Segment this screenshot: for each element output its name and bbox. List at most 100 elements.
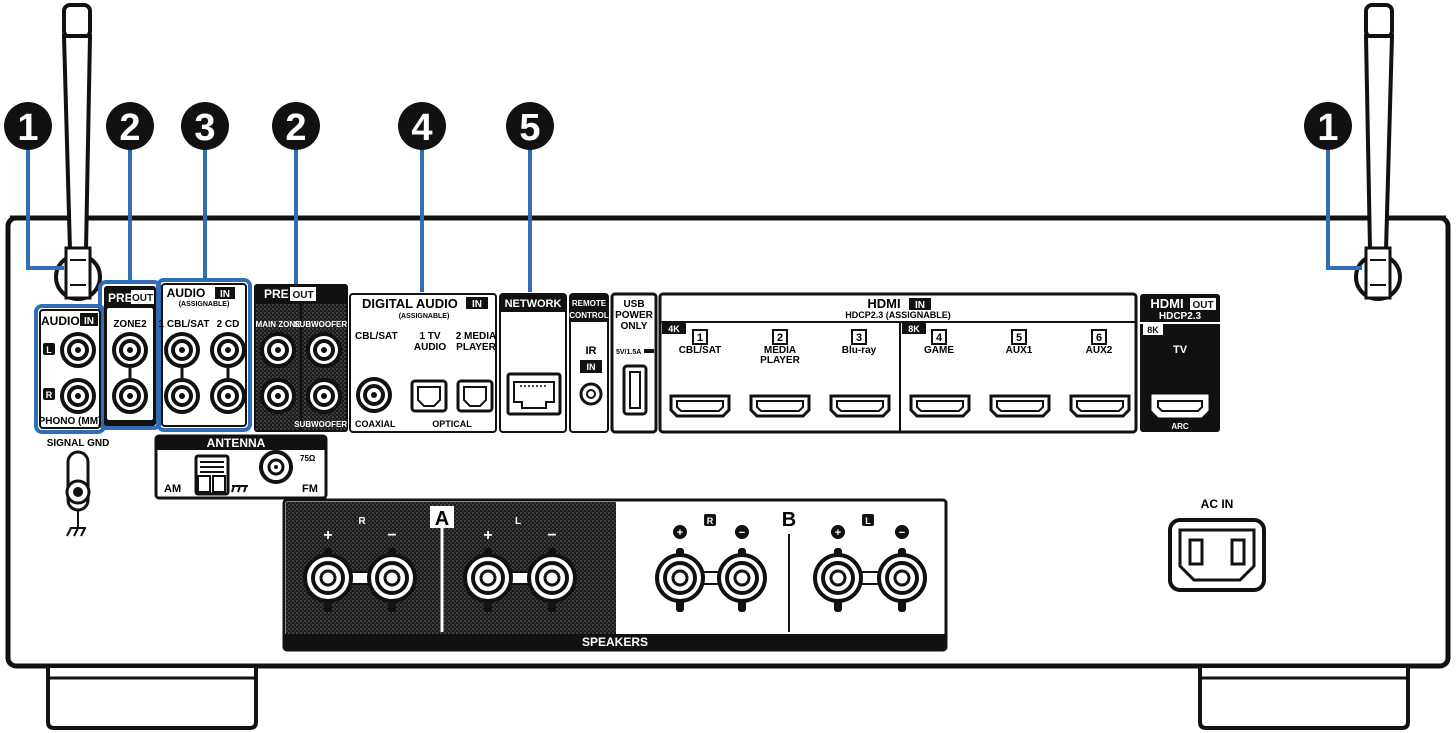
hdmi-arc-label: ARC: [1171, 422, 1189, 431]
hdmi-port-name: CBL/SAT: [679, 345, 722, 356]
am-label: AM: [164, 483, 181, 495]
hdmi-in-port-4[interactable]: 4 GAME: [909, 329, 971, 418]
hdmi-in-port-5[interactable]: 5 AUX1: [989, 329, 1051, 418]
rca-jack-icon[interactable]: [164, 332, 200, 368]
speakers-title: SPEAKERS: [582, 635, 648, 649]
speaker-terminal-icon[interactable]: [367, 548, 417, 612]
rca-jack-icon[interactable]: [60, 332, 96, 368]
rca-jack-icon[interactable]: [210, 332, 246, 368]
hdmi-in-port-6[interactable]: 6 AUX2: [1069, 329, 1131, 418]
hdmi-port-number: 3: [856, 332, 862, 344]
rca-jack-icon[interactable]: [164, 378, 200, 414]
digital-audio-title: DIGITAL AUDIO: [362, 296, 458, 311]
rca-jack-icon[interactable]: [210, 378, 246, 414]
plus-sign: +: [677, 527, 683, 539]
callout-2-pre-out: 2: [272, 102, 320, 150]
hdmi-4k-tag: 4K: [668, 324, 680, 334]
phono-left-label: L: [46, 345, 52, 355]
remote-title-line2: CONTROL: [569, 311, 609, 320]
antenna-title: ANTENNA: [207, 436, 266, 450]
fm-coax-icon[interactable]: [259, 450, 293, 484]
callout-3-audio-in: 3: [181, 102, 229, 150]
hdmi-8k-tag: 8K: [908, 324, 920, 334]
callout-number: 4: [411, 107, 432, 149]
hdmi-port-number: 2: [777, 332, 783, 344]
ac-inlet-icon[interactable]: [1168, 518, 1266, 592]
speaker-terminal-icon[interactable]: [527, 548, 577, 612]
hdmi-port-name-line2: PLAYER: [760, 355, 800, 366]
hdmi-port-number: 6: [1096, 332, 1102, 344]
zone2-out-badge: OUT: [132, 293, 153, 304]
phono-label: PHONO (MM): [39, 416, 102, 427]
speaker-terminal-icon[interactable]: [717, 548, 767, 612]
ir-jack-icon[interactable]: [579, 382, 603, 406]
hdmi-port-icon[interactable]: [1069, 394, 1131, 418]
phono-badge: IN: [84, 316, 94, 327]
speaker-terminal-icon[interactable]: [877, 548, 927, 612]
hdmi-port-icon[interactable]: [909, 394, 971, 418]
hdmi-port-name: MEDIA: [764, 345, 796, 356]
hdmi-port-icon[interactable]: [829, 394, 891, 418]
optical2-name: PLAYER: [456, 342, 496, 353]
coax-jack-icon[interactable]: [356, 377, 392, 413]
optical2-number: 2 MEDIA: [456, 331, 497, 342]
optical-port-icon[interactable]: [456, 379, 494, 413]
hdmi-port-number: 5: [1016, 332, 1022, 344]
rca-jack-icon[interactable]: [306, 378, 342, 414]
optical-label: OPTICAL: [432, 419, 472, 429]
rca-jack-icon[interactable]: [260, 332, 296, 368]
antenna-section: ANTENNA AM 75Ω FM: [154, 434, 328, 500]
callout-leaders: [26, 145, 1362, 292]
audio-in-subtitle: (ASSIGNABLE): [179, 301, 230, 308]
speaker-b-right-label: R: [707, 516, 714, 526]
hdmi-port-name: GAME: [924, 345, 954, 356]
subwoofer2-label: SUBWOOFER 2: [294, 420, 354, 429]
callout-badges: 1 2 3 2 4 5 1: [4, 102, 1352, 150]
hdmi-in-port-1[interactable]: 1 CBL/SAT: [669, 329, 731, 418]
hdmi-out-title: HDMI: [1150, 296, 1183, 311]
hdmi-port-icon[interactable]: [989, 394, 1051, 418]
ethernet-port-icon[interactable]: [506, 372, 562, 416]
usb-port-icon[interactable]: [622, 364, 648, 416]
hdmi-out-port-icon[interactable]: [1151, 394, 1209, 418]
rca-jack-icon[interactable]: [306, 332, 342, 368]
hdmi-in-subtitle: HDCP2.3 (ASSIGNABLE): [845, 310, 951, 320]
hdmi-in-port-2[interactable]: 2 MEDIA PLAYER: [749, 329, 811, 418]
callout-number: 1: [17, 107, 38, 149]
hdmi-in-section: HDMI IN HDCP2.3 (ASSIGNABLE) 4K 8K 1 CBL…: [658, 292, 1138, 434]
plus-sign: +: [483, 527, 492, 544]
optical-port-icon[interactable]: [410, 379, 448, 413]
zone2-label: ZONE2: [113, 319, 147, 330]
hdmi-port-icon[interactable]: [749, 394, 811, 418]
am-terminal-icon[interactable]: [194, 454, 230, 496]
rca-jack-icon[interactable]: [112, 332, 148, 368]
hdmi-port-icon[interactable]: [669, 394, 731, 418]
rca-jack-icon[interactable]: [60, 378, 96, 414]
minus-sign: −: [387, 527, 396, 544]
hdmi-port-name: Blu-ray: [842, 345, 877, 356]
subwoofer1-label: SUBWOOFER 1: [294, 320, 354, 329]
left-foot: [46, 668, 258, 730]
signal-gnd-label: SIGNAL GND: [47, 438, 110, 449]
plus-sign: +: [323, 527, 332, 544]
speaker-terminal-icon[interactable]: [303, 548, 353, 612]
rca-jack-icon[interactable]: [112, 378, 148, 414]
hdmi-in-port-3[interactable]: 3 Blu-ray: [829, 329, 891, 418]
analog-audio-in-section: AUDIO IN (ASSIGNABLE) 1 CBL/SAT 2 CD: [159, 283, 247, 427]
audio-in-ch2-label: 2 CD: [217, 319, 240, 330]
main-preout-section: PRE OUT MAIN ZONE SUBWOOFER 1 SUBWOOFER …: [254, 284, 354, 432]
speaker-terminal-icon[interactable]: [463, 548, 513, 612]
hdmi-out-badge: OUT: [1192, 300, 1213, 311]
digital-audio-section: DIGITAL AUDIO IN (ASSIGNABLE) CBL/SAT 1 …: [349, 293, 497, 433]
speaker-a-right-label: R: [358, 516, 366, 527]
remote-title-line1: REMOTE: [572, 299, 607, 308]
digital-audio-subtitle: (ASSIGNABLE): [399, 313, 450, 320]
rca-jack-icon[interactable]: [260, 378, 296, 414]
ac-in-label: AC IN: [1201, 497, 1234, 511]
speaker-terminal-icon[interactable]: [813, 548, 863, 612]
signal-gnd-terminal[interactable]: SIGNAL GND: [47, 438, 110, 537]
speaker-terminal-icon[interactable]: [655, 548, 705, 612]
phono-title: AUDIO: [41, 314, 80, 328]
callout-4-digital: 4: [398, 102, 446, 150]
